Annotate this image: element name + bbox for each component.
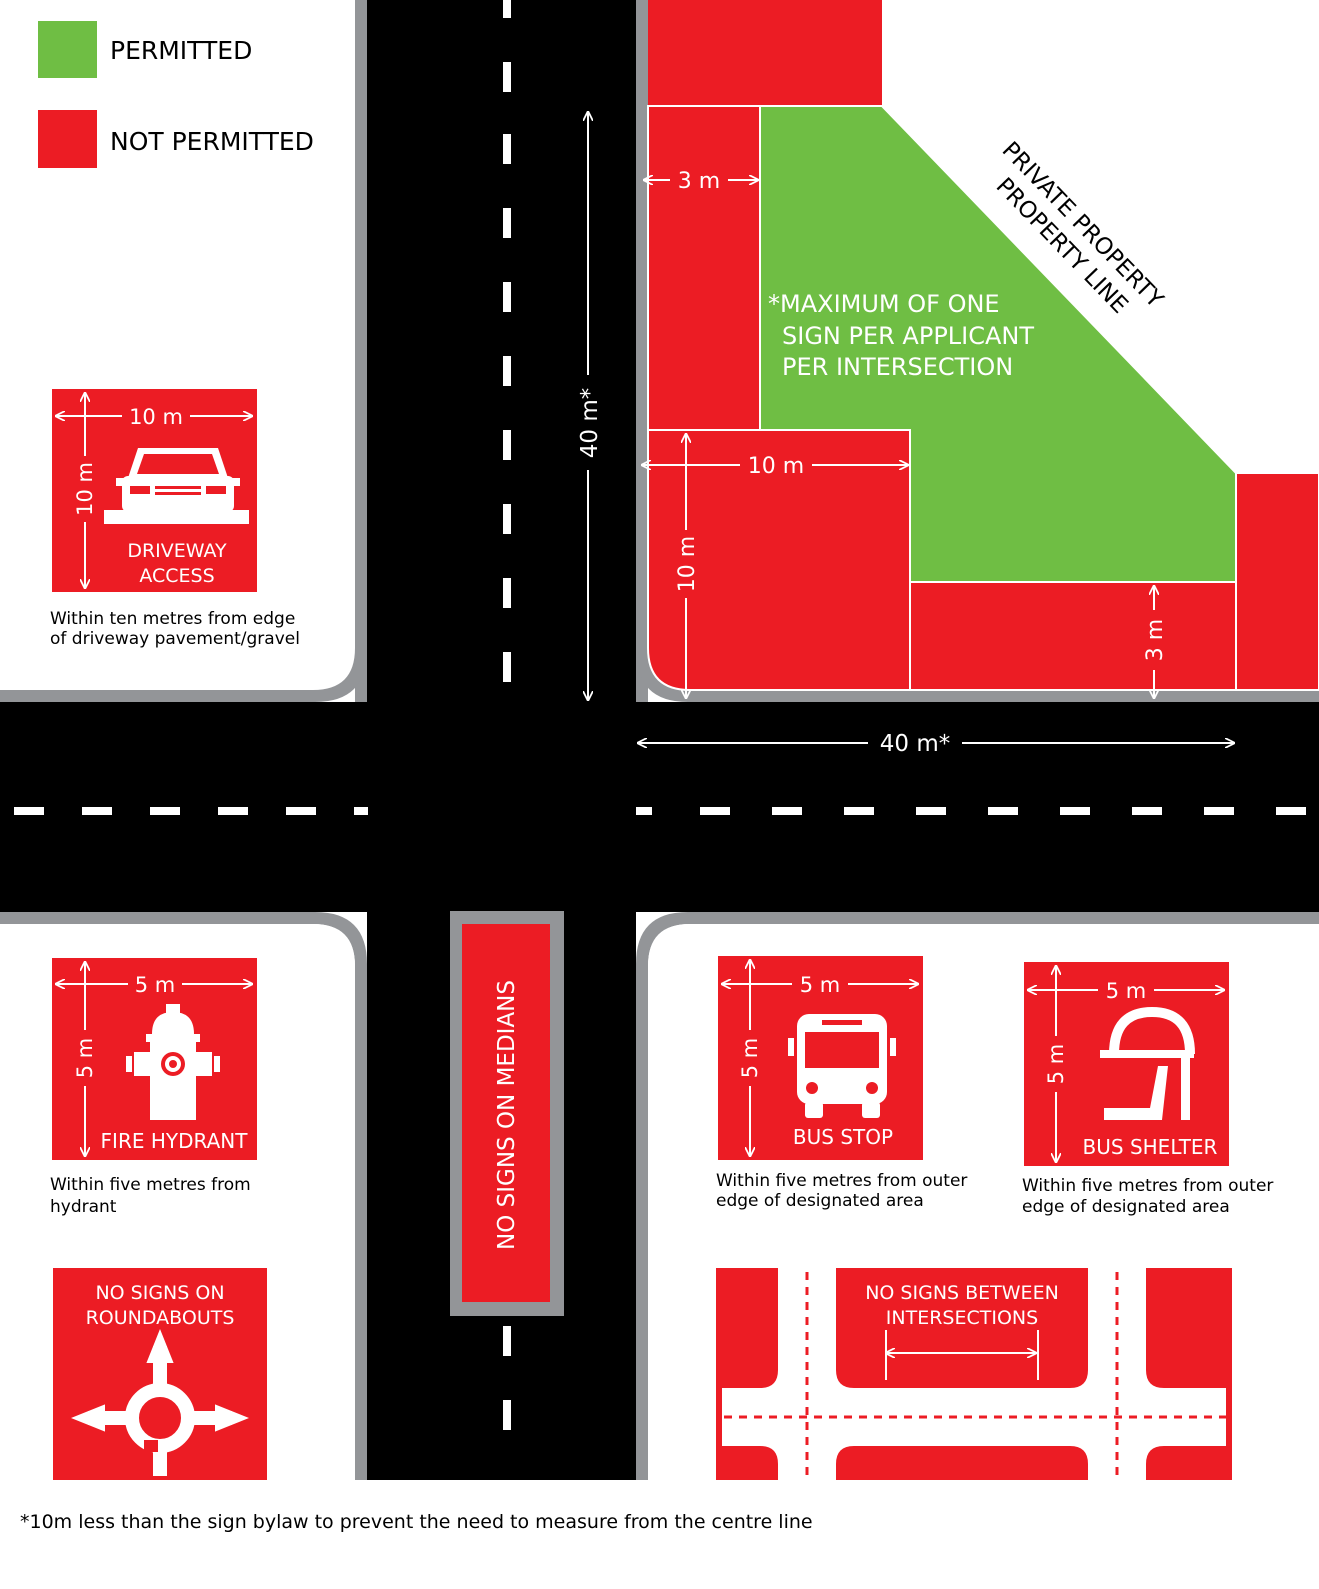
road-horizontal [0,702,1319,912]
fire-hydrant-caption-1: Within five metres from [50,1175,251,1195]
roundabout-label-2: ROUNDABOUTS [86,1307,235,1329]
corner-red-zone-left [647,105,761,431]
roundabout-icon [71,1329,249,1476]
bus-stop-dim-v: 5 m [738,1038,762,1079]
roundabout-label-1: NO SIGNS ON [95,1282,224,1304]
centre-line-vertical [503,0,511,1430]
bus-shelter-caption-1: Within five metres from outer [1022,1176,1273,1196]
driveway-label-1: DRIVEWAY [127,540,227,562]
fire-hydrant-dim-v: 5 m [73,1038,97,1079]
fire-hydrant-panel: 5 m 5 m FIRE HYDRANT Within five metres … [50,958,257,1217]
bus-stop-caption-2: edge of designated area [716,1191,924,1211]
bus-shelter-dim-h: 5 m [1106,979,1147,1003]
footnote: *10m less than the sign bylaw to prevent… [20,1511,813,1533]
legend-not-permitted-swatch [38,110,97,168]
between-label-2: INTERSECTIONS [886,1307,1038,1329]
driveway-caption-1: Within ten metres from edge [50,609,295,629]
bus-stop-label: BUS STOP [793,1125,893,1149]
bus-shelter-icon [1100,1006,1195,1120]
bus-icon [788,1014,896,1118]
road-grid-icon [722,1268,1226,1480]
legend-permitted-swatch [38,21,97,78]
driveway-caption-2: of driveway pavement/gravel [50,629,300,649]
car-icon [104,448,249,524]
between-intersections-panel: NO SIGNS BETWEEN INTERSECTIONS [716,1268,1232,1480]
max-sign-note-line1: *MAXIMUM OF ONE [768,290,1000,318]
bus-shelter-caption-2: edge of designated area [1022,1197,1230,1217]
driveway-panel: 10 m 10 m DRIVEWAY ACCESS Within ten met… [50,389,300,649]
fire-hydrant-label: FIRE HYDRANT [101,1129,249,1153]
legend-permitted-label: PERMITTED [110,36,252,65]
legend: PERMITTED NOT PERMITTED [38,21,314,168]
svg-text:40 m*: 40 m* [880,731,950,757]
corner-red-zone-10m [647,429,911,691]
corner-red-zone-bottom [909,581,1237,691]
median: NO SIGNS ON MEDIANS [450,911,564,1316]
dim-40m-vertical: 40 m* [577,112,603,700]
bus-shelter-red-zone [1024,962,1229,1166]
driveway-label-2: ACCESS [139,565,214,587]
fire-hydrant-icon [126,1004,220,1120]
legend-not-permitted-label: NOT PERMITTED [110,127,314,156]
fire-hydrant-caption-2: hydrant [50,1197,117,1217]
dim-10m-horizontal: 10 m [748,454,804,479]
between-label-1: NO SIGNS BETWEEN [865,1282,1059,1304]
bus-stop-caption-1: Within five metres from outer [716,1171,967,1191]
corner-red-zone-right [1235,472,1319,691]
bus-shelter-dim-v: 5 m [1044,1044,1068,1085]
bus-stop-panel: 5 m 5 m BUS STOP Within five metres from… [716,956,967,1211]
bus-shelter-label: BUS SHELTER [1083,1135,1218,1159]
roundabout-panel: NO SIGNS ON ROUNDABOUTS [53,1268,267,1480]
driveway-dim-v: 10 m [73,462,97,516]
bus-shelter-panel: 5 m 5 m BUS SHELTER Within five metres f… [1022,962,1273,1217]
dim-40m-horizontal: 40 m* [638,731,1234,757]
road-network [0,0,1319,1480]
centre-line-horizontal [14,807,1306,815]
fire-hydrant-dim-h: 5 m [135,973,176,997]
dim-10m-vertical: 10 m [675,536,700,592]
dim-3m-horizontal: 3 m [678,169,720,194]
max-sign-note-line3: PER INTERSECTION [782,353,1013,381]
corner-zone: 3 m *MAXIMUM OF ONE SIGN PER APPLICANT P… [642,0,1319,698]
median-red-zone [462,924,550,1302]
max-sign-note-line2: SIGN PER APPLICANT [782,322,1034,350]
median-label: NO SIGNS ON MEDIANS [494,980,520,1250]
svg-text:40 m*: 40 m* [577,388,603,458]
corner-red-zone [648,0,882,106]
driveway-dim-h: 10 m [129,405,183,429]
dim-3m-vertical: 3 m [1143,619,1168,661]
bus-stop-dim-h: 5 m [800,973,841,997]
permitted-green-zone [759,105,1237,583]
